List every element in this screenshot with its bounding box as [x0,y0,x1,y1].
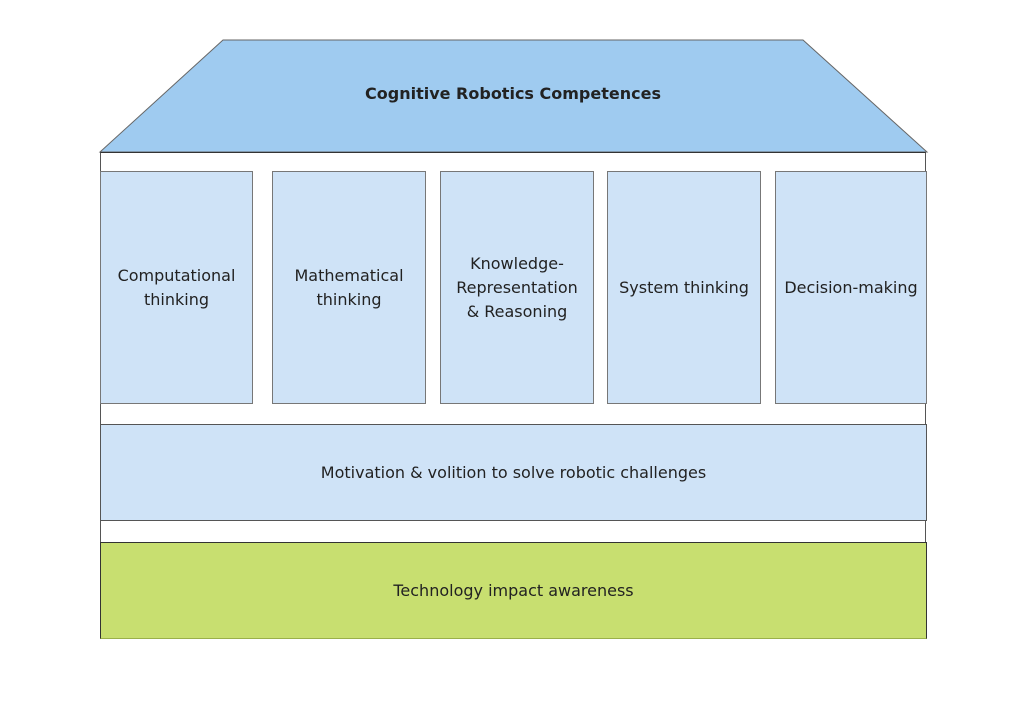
pillar-label: Decision-making [784,277,918,297]
base-technology-awareness: Technology impact awareness [100,542,927,639]
pillar-label: Mathematical thinking [294,265,404,309]
pillar-system-thinking: System thinking [607,171,761,404]
pillar-knowledge-representation: Knowledge-Representation & Reasoning [440,171,594,404]
pillar-label: System thinking [619,277,749,297]
pillar-decision-making: Decision-making [775,171,927,404]
pillar-mathematical-thinking: Mathematical thinking [272,171,426,404]
roof-title: Cognitive Robotics Competences [365,84,661,103]
foundation-motivation: Motivation & volition to solve robotic c… [100,424,927,521]
foundation-label: Motivation & volition to solve robotic c… [320,462,707,482]
pillar-computational-thinking: Computational thinking [100,171,253,404]
pillar-label: Knowledge-Representation & Reasoning [456,253,578,321]
base-label: Technology impact awareness [393,580,634,600]
pillar-label: Computational thinking [117,265,236,309]
